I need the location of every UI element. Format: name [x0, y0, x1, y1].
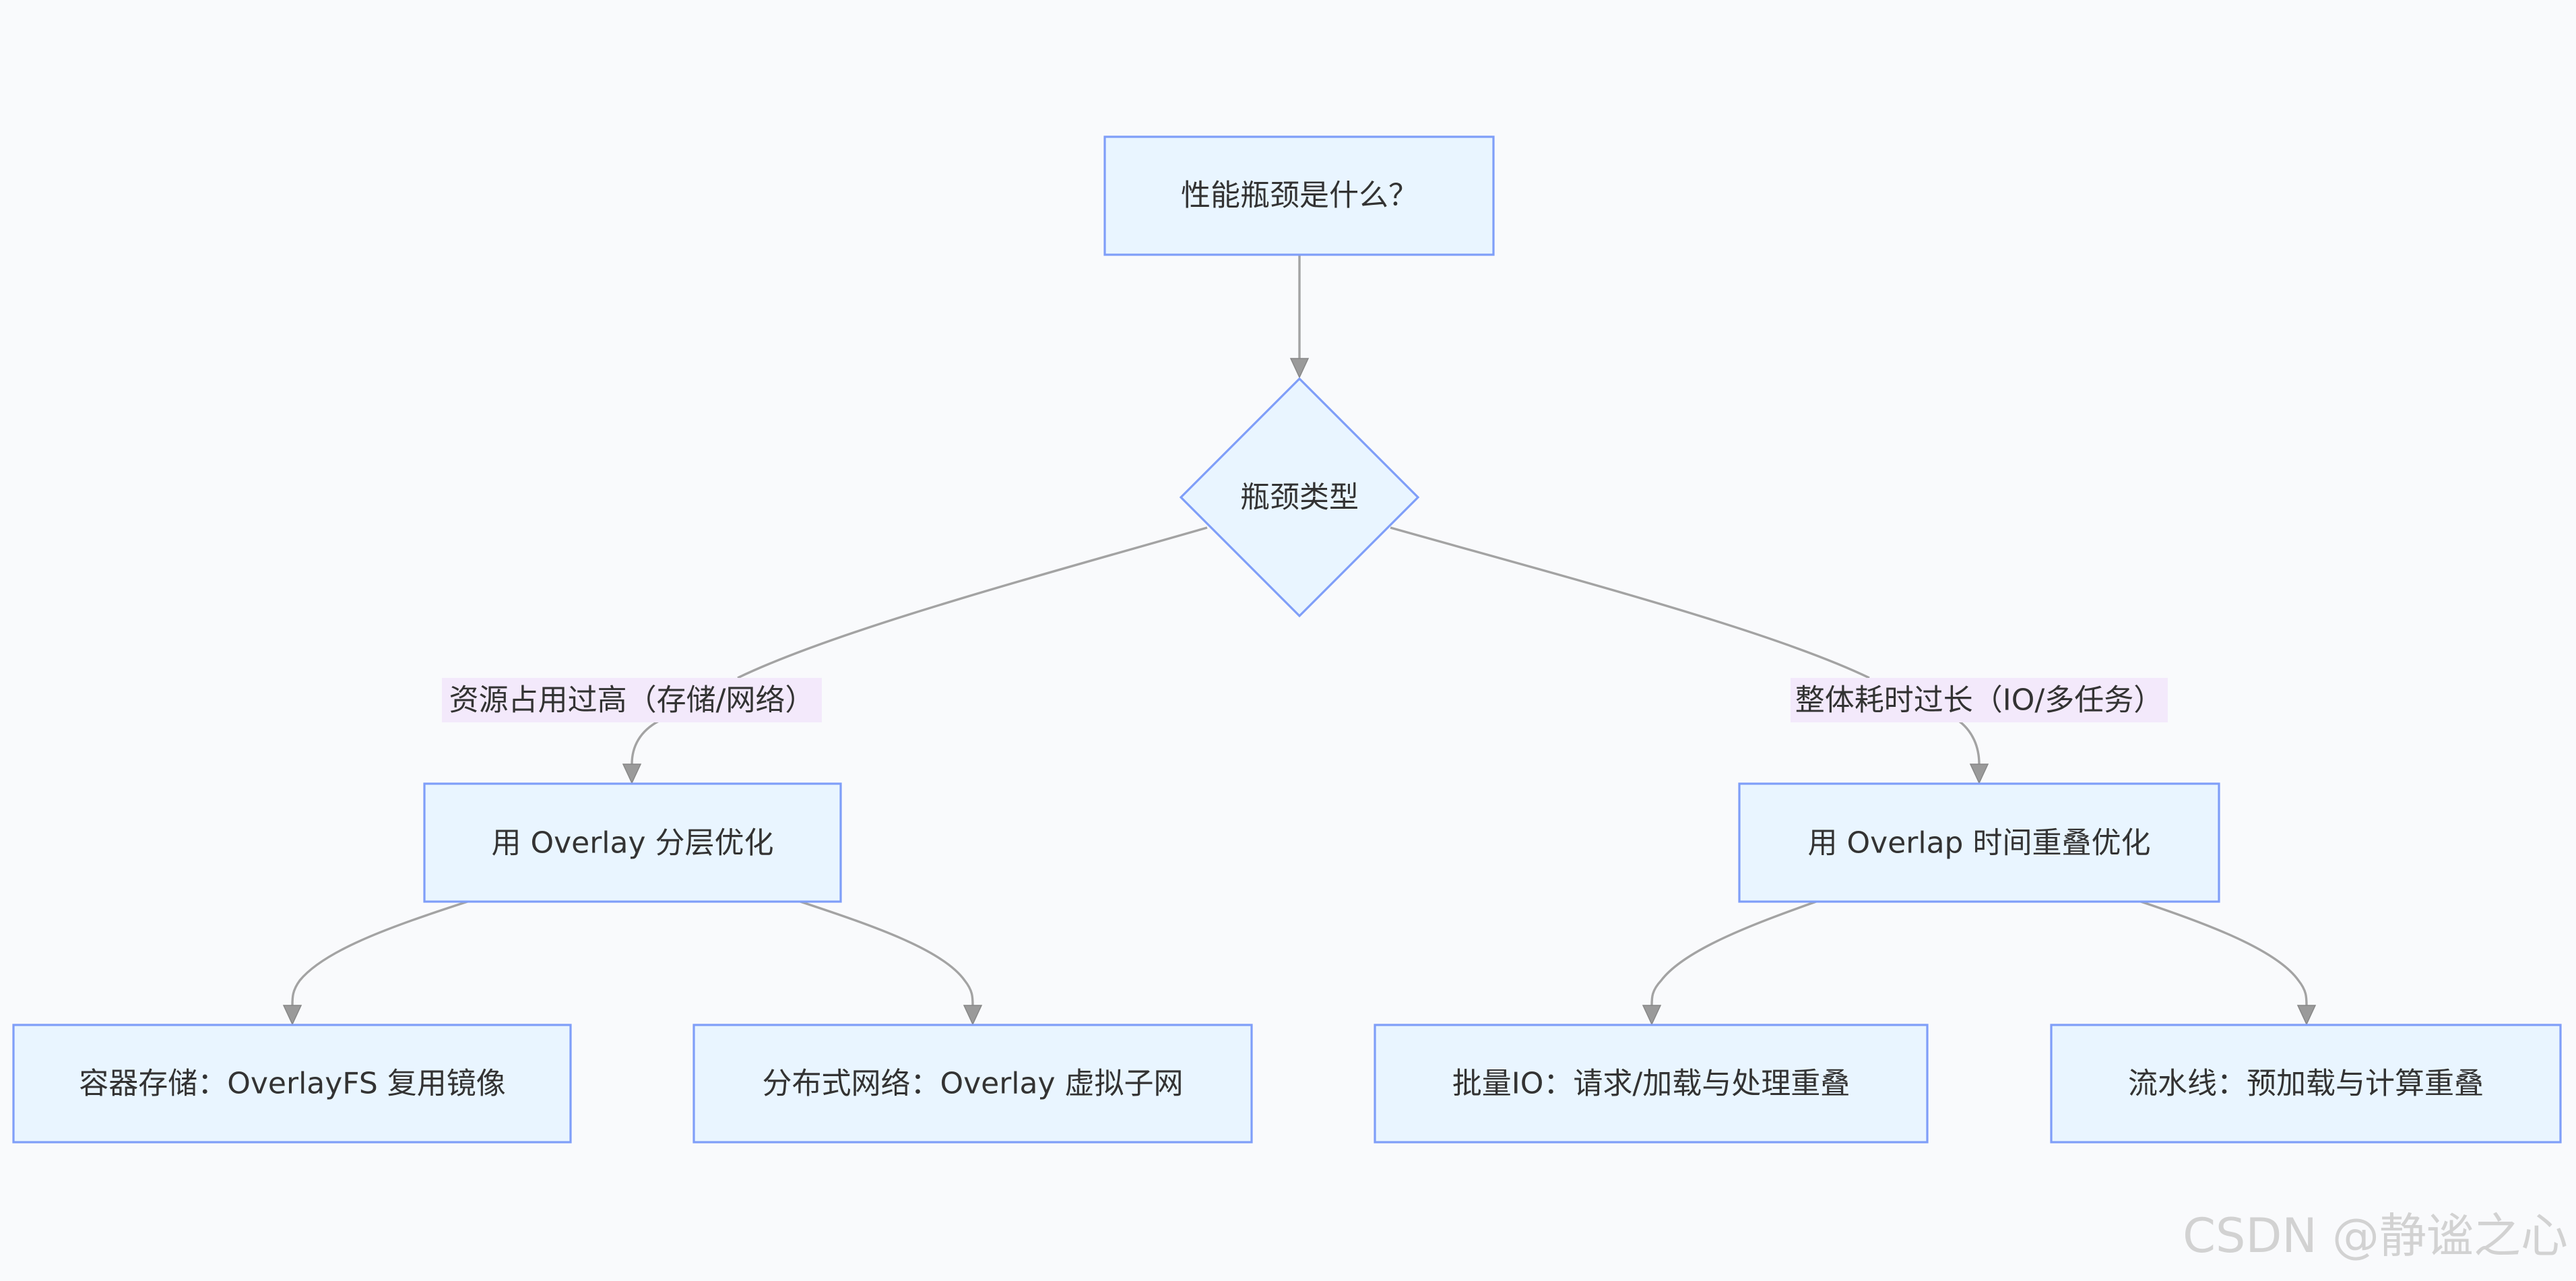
edge-label-time: 整体耗时过长（IO/多任务）: [1791, 678, 2168, 722]
node-container-storage-label: 容器存储：OverlayFS 复用镜像: [79, 1067, 506, 1101]
node-overlay[interactable]: 用 Overlay 分层优化: [423, 782, 842, 903]
edge-label-resource: 资源占用过高（存储/网络）: [442, 678, 822, 722]
edge-to-overlay-arrowhead: [622, 763, 642, 784]
node-overlay-label: 用 Overlay 分层优化: [491, 826, 773, 861]
edge-to-distributed-network-arrowhead: [963, 1005, 983, 1026]
node-start[interactable]: 性能瓶颈是什么？: [1103, 135, 1495, 256]
edge-overlay-to-distributed-network: [800, 900, 974, 1006]
edge-to-batch-io-arrowhead: [1642, 1005, 1662, 1026]
edge-decision-to-time-label: [1390, 526, 1870, 679]
node-pipeline[interactable]: 流水线：预加载与计算重叠: [2050, 1024, 2562, 1144]
edge-to-pipeline-arrowhead: [2296, 1005, 2317, 1026]
node-overlap[interactable]: 用 Overlap 时间重叠优化: [1738, 782, 2220, 903]
watermark-text: CSDN @静谧之心: [2183, 1208, 2568, 1263]
edge-start-to-decision-arrowhead: [1289, 358, 1310, 379]
edge-resource-label-to-overlay: [631, 720, 659, 765]
node-batch-io-label: 批量IO：请求/加载与处理重叠: [1452, 1067, 1850, 1101]
node-distributed-network[interactable]: 分布式网络：Overlay 虚拟子网: [693, 1024, 1253, 1144]
edge-to-overlap-arrowhead: [1969, 763, 1989, 784]
node-batch-io[interactable]: 批量IO：请求/加载与处理重叠: [1374, 1024, 1929, 1144]
edge-decision-to-resource-label: [737, 526, 1208, 679]
edge-overlap-to-pipeline: [2140, 900, 2308, 1006]
node-distributed-network-label: 分布式网络：Overlay 虚拟子网: [762, 1067, 1183, 1101]
node-pipeline-label: 流水线：预加载与计算重叠: [2128, 1067, 2484, 1101]
node-start-label: 性能瓶颈是什么？: [1181, 179, 1418, 213]
node-overlap-label: 用 Overlap 时间重叠优化: [1808, 826, 2151, 861]
node-decision-label: 瓶颈类型: [1240, 480, 1359, 515]
edge-overlay-to-container-storage: [291, 900, 468, 1006]
edge-label-time-text: 整体耗时过长（IO/多任务）: [1795, 683, 2163, 718]
edge-label-resource-text: 资源占用过高（存储/网络）: [449, 683, 815, 718]
node-container-storage[interactable]: 容器存储：OverlayFS 复用镜像: [12, 1024, 572, 1144]
edge-to-container-storage-arrowhead: [282, 1005, 302, 1026]
edge-overlap-to-batch-io: [1650, 900, 1817, 1006]
node-decision[interactable]: 瓶颈类型: [1179, 377, 1420, 618]
edge-time-label-to-overlap: [1958, 720, 1981, 765]
